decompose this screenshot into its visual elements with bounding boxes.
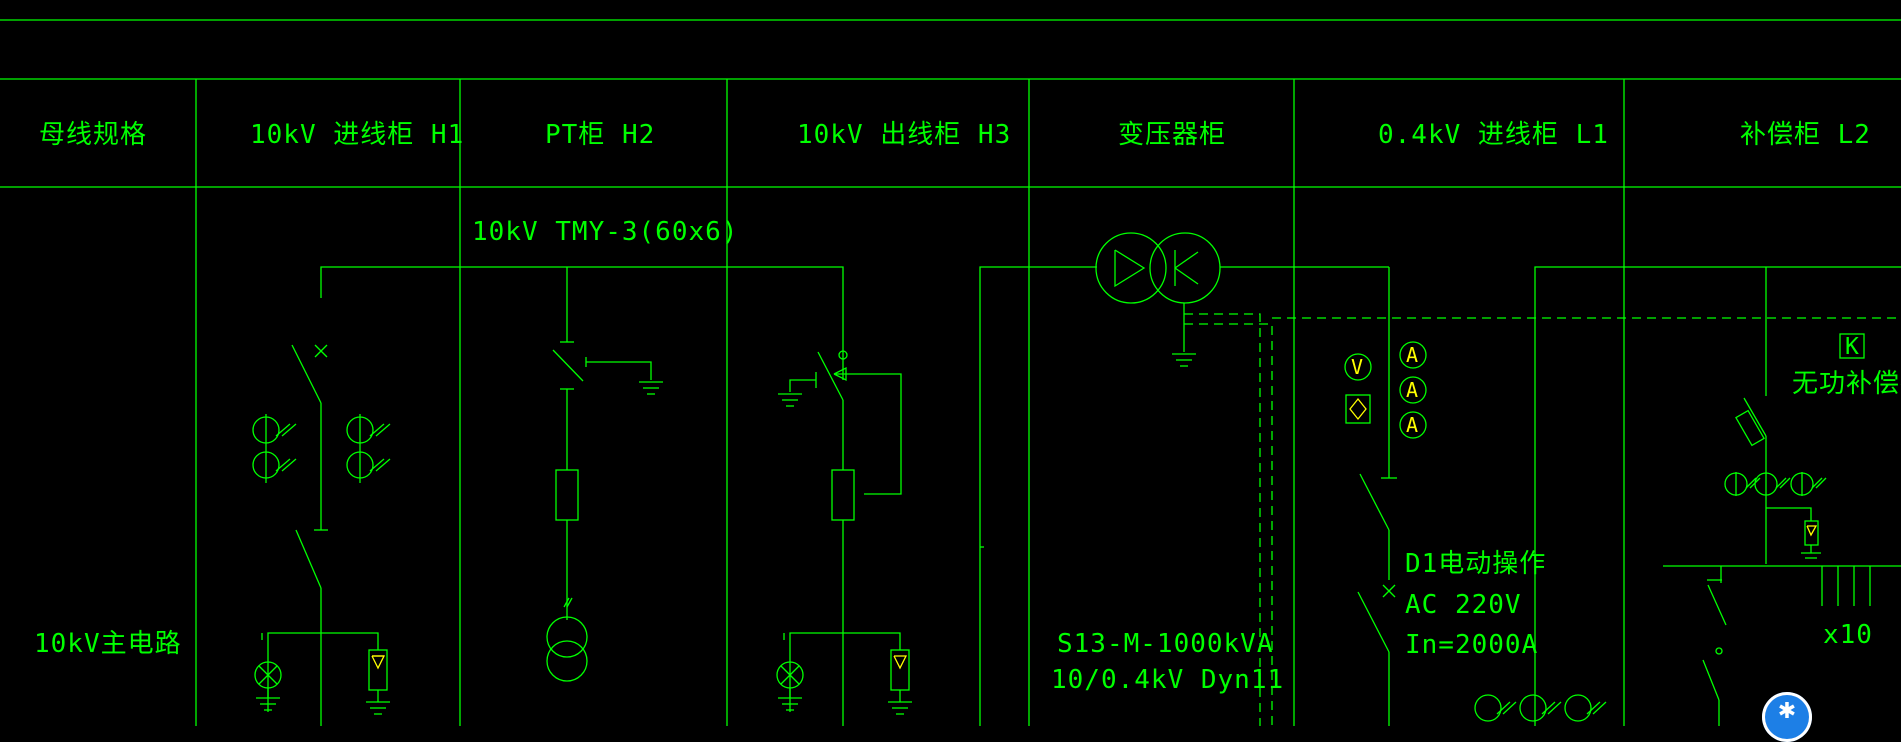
l2-current-transformer-icon xyxy=(1724,472,1827,496)
header-compensation-l2: 补偿柜 L2 xyxy=(1740,120,1871,150)
single-line-diagram: 母线规格 10kV 进线柜 H1 PT柜 H2 10kV 出线柜 H3 变压器柜… xyxy=(0,19,1901,726)
capacitor-count: x10 xyxy=(1823,620,1873,650)
h1-surge-arrester-icon xyxy=(366,649,390,715)
h3-current-transformer-icon xyxy=(831,469,855,521)
header-lv-incoming-l1: 0.4kV 进线柜 L1 xyxy=(1378,120,1609,150)
table-grid xyxy=(0,19,1901,726)
h3-indicator-lamp-icon xyxy=(776,661,804,711)
svg-text:A: A xyxy=(1406,343,1418,367)
ammeter-icon: A A A xyxy=(1399,341,1427,439)
header-busbar-spec: 母线规格 xyxy=(39,120,147,150)
lv-busbar xyxy=(1534,266,1901,726)
transformer-rating: 10/0.4kV Dyn11 xyxy=(1051,665,1284,695)
header-outgoing-h3: 10kV 出线柜 H3 xyxy=(797,120,1011,150)
l2-fuse-icon xyxy=(1735,409,1765,447)
transformer-circuit xyxy=(979,232,1901,726)
l2-compensation-circuit: K xyxy=(1663,267,1901,726)
transformer-model: S13-M-1000kVA xyxy=(1057,629,1274,659)
h3-surge-arrester-icon xyxy=(888,649,912,715)
h1-incoming-circuit xyxy=(252,344,391,726)
star-icon: ✱ xyxy=(1777,699,1797,724)
breaker-voltage: AC 220V xyxy=(1405,590,1522,620)
header-transformer: 变压器柜 xyxy=(1118,120,1226,150)
voltmeter-switch-icon xyxy=(1345,394,1371,424)
l1-lv-incoming-circuit: V A A A xyxy=(1344,341,1607,726)
transformer-icon xyxy=(1095,232,1221,304)
header-pt-h2: PT柜 H2 xyxy=(545,120,655,150)
svg-text:A: A xyxy=(1406,413,1418,437)
l2-surge-arrester-icon xyxy=(1801,520,1821,559)
controller-label: 无功补偿控制器 xyxy=(1792,369,1901,399)
h2-voltage-transformer-icon xyxy=(546,616,588,682)
header-incoming-h1: 10kV 进线柜 H1 xyxy=(250,120,464,150)
breaker-operation: D1电动操作 xyxy=(1405,549,1546,579)
hv-busbar xyxy=(320,266,844,380)
svg-text:V: V xyxy=(1351,355,1363,379)
controller-k-icon: K xyxy=(1839,333,1865,360)
capacitor-bank-icon xyxy=(1821,566,1871,606)
h1-indicator-lamp-icon xyxy=(254,661,282,711)
h2-fuse-icon xyxy=(555,469,579,521)
floating-action-button[interactable]: ✱ xyxy=(1762,692,1812,742)
breaker-current: In=2000A xyxy=(1405,630,1538,660)
l1-current-transformer-icon xyxy=(1474,694,1607,722)
row-label-main-circuit: 10kV主电路 xyxy=(34,629,182,659)
svg-text:A: A xyxy=(1406,378,1418,402)
h3-outgoing-circuit xyxy=(776,350,912,726)
svg-text:K: K xyxy=(1845,334,1859,360)
busbar-label: 10kV TMY-3(60x6) xyxy=(472,217,738,247)
voltmeter-icon: V xyxy=(1344,353,1372,381)
h1-current-transformer-icon xyxy=(252,414,391,483)
h2-pt-circuit xyxy=(546,341,663,682)
